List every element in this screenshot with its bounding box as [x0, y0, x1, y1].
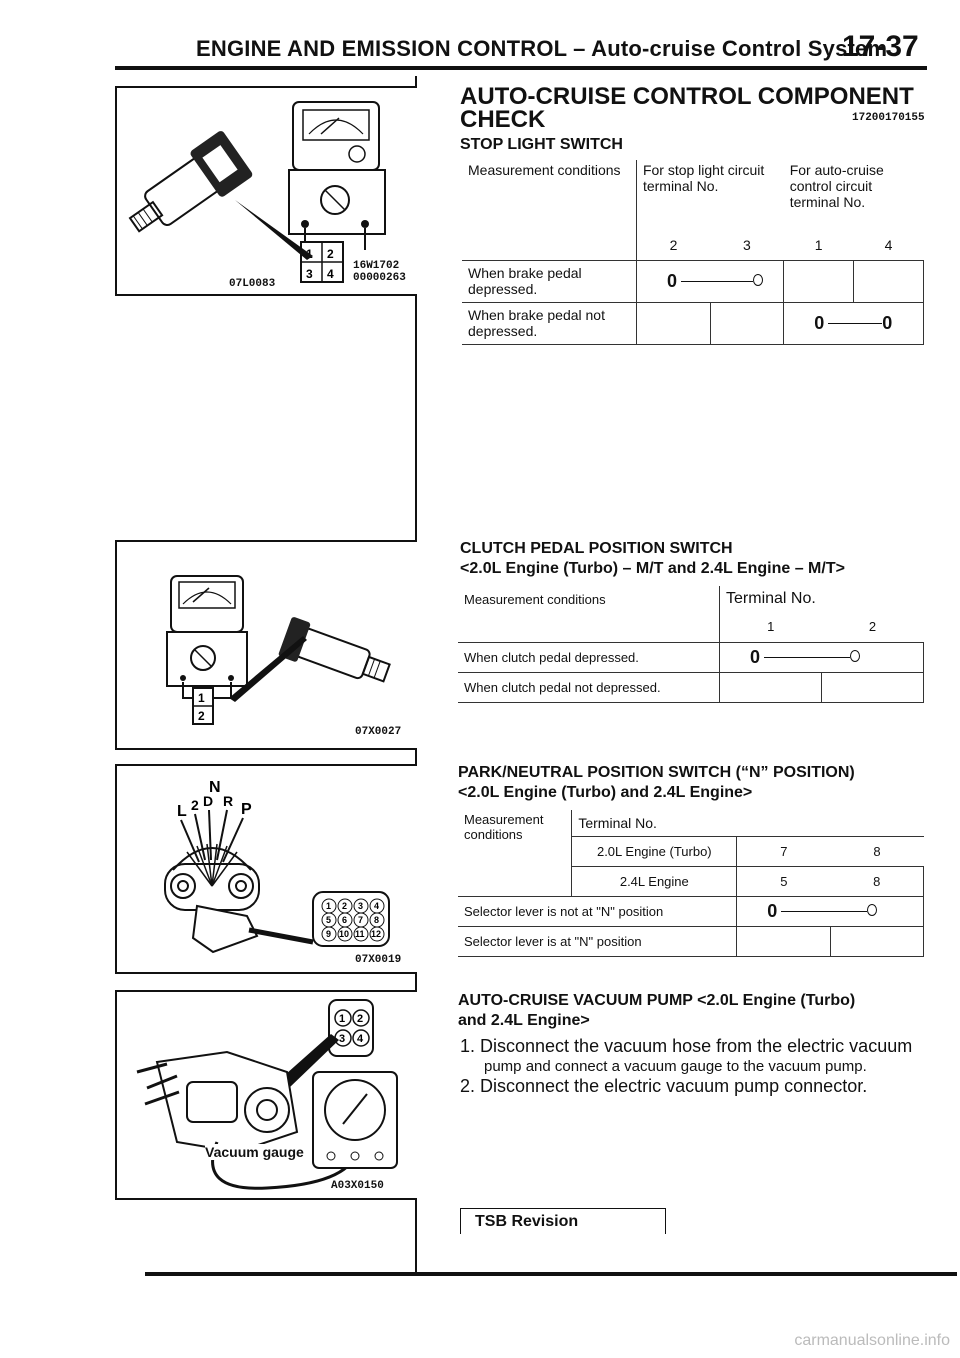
stop-col-measure: Measurement conditions — [462, 160, 637, 230]
stop-light-table: Measurement conditions For stop light ci… — [462, 160, 924, 345]
figure-vacuum-pump: 1 2 3 4 Vacuum gauge A03X0150 — [115, 990, 417, 1200]
clutch-terminal-2: 2 — [868, 619, 877, 635]
park-24l-terminal-8: 8 — [830, 865, 925, 897]
park-title: PARK/NEUTRAL POSITION SWITCH (“N” POSITI… — [458, 764, 855, 781]
header-rule — [115, 66, 927, 70]
stop-terminal-2: 2 — [669, 236, 678, 253]
stop-terminal-1: 1 — [814, 236, 823, 253]
fig3-pos-D: D — [203, 793, 213, 809]
figure-clutch-switch: 1 2 07X0027 — [115, 540, 417, 750]
clutch-row-not-depressed: When clutch pedal not depressed. — [458, 671, 721, 703]
clutch-title: CLUTCH PEDAL POSITION SWITCH — [460, 540, 733, 557]
fig1-pin-3: 3 — [306, 267, 313, 281]
fig3-pos-L: L — [177, 803, 187, 820]
page-header-title: ENGINE AND EMISSION CONTROL – Auto-cruis… — [196, 36, 888, 61]
clutch-col-measure: Measurement conditions — [458, 586, 721, 612]
fig4-pin-3: 3 — [339, 1033, 345, 1045]
figure-park-neutral-switch: N L 2 D R P 1 2 3 4 5 6 — [115, 764, 417, 974]
vacuum-pump-illustration: 1 2 3 4 — [136, 999, 398, 1190]
pump-title-line2: and 2.4L Engine> — [458, 1012, 590, 1029]
stop-continuity-1-4: 0 0 — [783, 301, 924, 345]
stop-light-switch-illustration: 1 2 3 4 — [128, 101, 386, 283]
clutch-switch-illustration: 1 2 — [166, 575, 391, 725]
fig3-pos-P: P — [241, 801, 252, 818]
fig2-code: 07X0027 — [355, 726, 402, 738]
pump-step1-line1: 1. Disconnect the vacuum hose from the e… — [460, 1036, 913, 1056]
fig3-pin-11: 11 — [355, 929, 365, 939]
fig3-pin-3: 3 — [358, 901, 363, 911]
park-subtitle: <2.0L Engine (Turbo) and 2.4L Engine> — [458, 784, 753, 801]
clutch-table: Measurement conditions Terminal No. 1 2 … — [458, 586, 924, 703]
section-code: 17200170155 — [852, 112, 925, 124]
stop-light-title: STOP LIGHT SWITCH — [460, 136, 623, 153]
fig2-pin-2: 2 — [198, 709, 205, 723]
park-neutral-illustration: N L 2 D R P 1 2 3 4 5 6 — [164, 779, 390, 954]
park-continuity: 0 — [736, 895, 924, 927]
park-row-at-n: Selector lever is at "N" position — [458, 925, 738, 957]
park-col-measure: Measurement conditions — [458, 810, 573, 896]
stop-continuity-2-3: 0 — [635, 259, 785, 303]
page-number: 17-37 — [842, 30, 919, 63]
fig1-code-left: 07L0083 — [229, 278, 276, 290]
section-title: AUTO-CRUISE CONTROL COMPONENT — [460, 83, 914, 110]
park-table: Measurement conditions Terminal No. 2.0L… — [458, 810, 925, 957]
figure-stop-light-switch: 1 2 3 4 07L0083 16W1702 00000263 — [115, 86, 417, 296]
stop-terminal-4: 4 — [884, 236, 893, 253]
fig3-pin-8: 8 — [374, 915, 379, 925]
fig3-pos-N: N — [209, 779, 221, 796]
fig2-pin-1: 1 — [198, 691, 205, 705]
fig3-pin-12: 12 — [371, 929, 381, 939]
park-engine-turbo: 2.0L Engine (Turbo) — [571, 835, 738, 867]
fig4-pin-4: 4 — [357, 1033, 364, 1045]
clutch-continuity: 0 — [719, 641, 924, 673]
pump-step2: 2. Disconnect the electric vacuum pump c… — [460, 1076, 868, 1096]
park-row-not-n: Selector lever is not at "N" position — [458, 895, 738, 927]
stop-row-not-depressed: When brake pedal not depressed. — [462, 301, 637, 345]
park-24l-terminal-5: 5 — [736, 865, 831, 897]
watermark: carmanualsonline.info — [794, 1332, 950, 1349]
pump-step1-line2: pump and connect a vacuum gauge to the v… — [484, 1058, 867, 1075]
fig4-code: A03X0150 — [331, 1180, 384, 1192]
stop-col-stop-light: For stop light circuit terminal No. — [642, 162, 765, 194]
footer-rule — [145, 1272, 957, 1276]
fig1-pin-2: 2 — [327, 247, 334, 261]
clutch-col-terminal: Terminal No. — [726, 590, 816, 607]
fig3-pos-R: R — [223, 793, 233, 809]
fig4-pin-2: 2 — [357, 1013, 363, 1025]
stop-terminal-3: 3 — [742, 236, 751, 253]
clutch-terminal-1: 1 — [767, 619, 775, 635]
stop-row-depressed: When brake pedal depressed. — [462, 259, 637, 303]
fig3-pin-4: 4 — [374, 901, 379, 911]
park-turbo-terminal-7: 7 — [736, 835, 831, 867]
clutch-subtitle: <2.0L Engine (Turbo) – M/T and 2.4L Engi… — [460, 560, 845, 577]
fig3-pin-1: 1 — [326, 901, 331, 911]
fig3-code: 07X0019 — [355, 954, 402, 966]
fig4-pin-1: 1 — [339, 1013, 345, 1025]
fig1-pin-4: 4 — [327, 267, 334, 281]
fig3-pin-6: 6 — [342, 915, 347, 925]
fig3-pin-10: 10 — [339, 929, 349, 939]
fig3-pin-9: 9 — [326, 929, 331, 939]
fig1-code-right-bottom: 00000263 — [353, 272, 406, 284]
vacuum-gauge-label: Vacuum gauge — [205, 1144, 304, 1160]
tsb-revision-box: TSB Revision — [460, 1208, 666, 1234]
fig1-code-right-top: 16W1702 — [353, 260, 400, 272]
fig3-pin-7: 7 — [358, 915, 363, 925]
park-turbo-terminal-8: 8 — [830, 835, 924, 867]
park-col-terminal: Terminal No. — [571, 810, 924, 837]
stop-col-cruise: For auto-cruise control circuit terminal… — [789, 162, 884, 210]
fig3-pin-5: 5 — [326, 915, 331, 925]
park-engine-24l: 2.4L Engine — [571, 865, 738, 897]
fig3-pos-2: 2 — [191, 797, 199, 813]
pump-title: AUTO-CRUISE VACUUM PUMP <2.0L Engine (Tu… — [458, 992, 856, 1009]
clutch-row-depressed: When clutch pedal depressed. — [458, 641, 721, 673]
fig3-pin-2: 2 — [342, 901, 347, 911]
section-title-line2: CHECK — [460, 106, 546, 133]
